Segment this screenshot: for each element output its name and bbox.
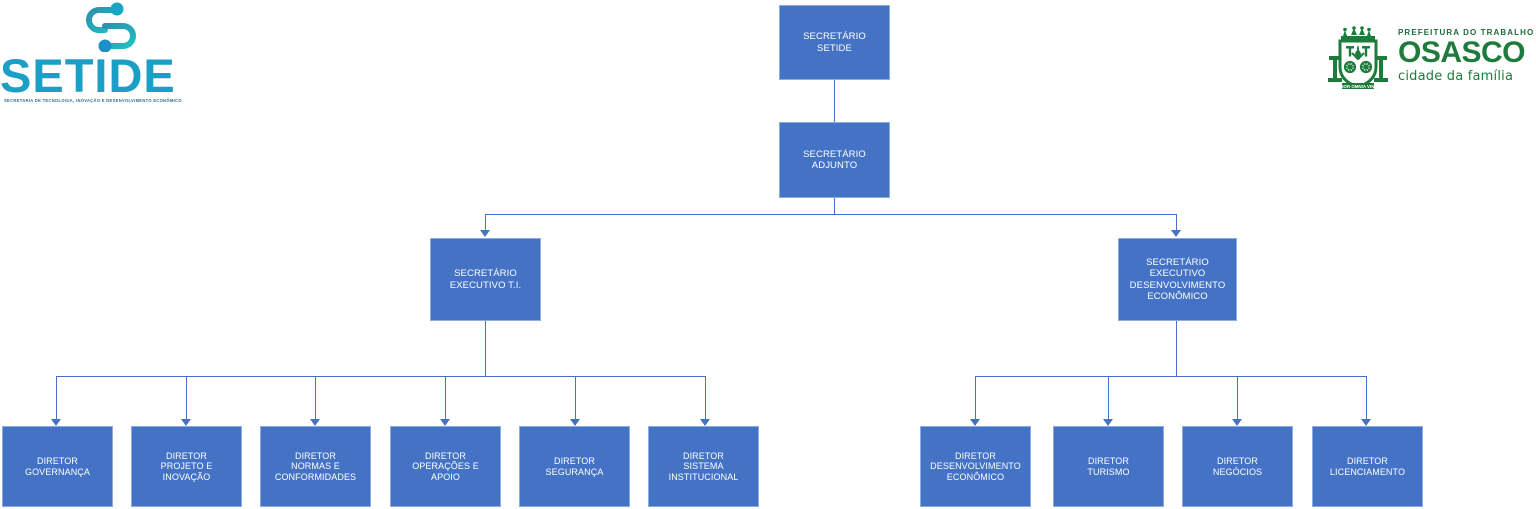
node-diretor-desenvolvimento-economico[interactable]: DIRETOR DESENVOLVIMENTO ECONÔMICO bbox=[920, 426, 1031, 507]
node-line-4: ECONÔMICO bbox=[1147, 290, 1208, 302]
node-line-1: SECRETÁRIO bbox=[803, 31, 866, 43]
connector-drop-ti-4 bbox=[445, 376, 446, 420]
svg-text:LABOR OMNIA VINCIT: LABOR OMNIA VINCIT bbox=[1335, 84, 1382, 89]
arrowhead-ti-5 bbox=[570, 419, 580, 426]
node-diretor-normas-e-conformidades[interactable]: DIRETOR NORMAS E CONFORMIDADES bbox=[260, 426, 371, 507]
arrowhead-des-4 bbox=[1361, 419, 1371, 426]
connector-ti-bus bbox=[56, 376, 706, 377]
osasco-wordmark: OSASCO bbox=[1398, 36, 1526, 69]
node-line-2: LICENCIAMENTO bbox=[1329, 466, 1406, 477]
connector-exec-ti-stem bbox=[485, 321, 486, 376]
node-secretario-executivo-desenvolvimento-economico[interactable]: SECRETÁRIO EXECUTIVO DESENVOLVIMENTO ECO… bbox=[1118, 238, 1237, 321]
arrowhead-ti-2 bbox=[181, 419, 191, 426]
node-line-1: DIRETOR bbox=[294, 450, 337, 461]
node-line-1: DIRETOR bbox=[165, 450, 208, 461]
node-line-2: EXECUTIVO T.I. bbox=[449, 279, 522, 291]
arrowhead-ti-4 bbox=[440, 419, 450, 426]
connector-drop-ti-2 bbox=[186, 376, 187, 420]
node-line-1: DIRETOR bbox=[1216, 455, 1259, 466]
connector-drop-ti-3 bbox=[315, 376, 316, 420]
setide-logo: SETIDE SECRETARIA DE TECNOLOGIA, INOVAÇÃ… bbox=[0, 0, 232, 112]
node-diretor-negocios[interactable]: DIRETOR NEGÓCIOS bbox=[1182, 426, 1293, 507]
node-line-1: DIRETOR bbox=[1087, 455, 1130, 466]
connector-des-bus bbox=[975, 376, 1366, 377]
connector-drop-des-2 bbox=[1108, 376, 1109, 420]
setide-s-logo-icon bbox=[75, 2, 147, 57]
node-line-1: DIRETOR bbox=[424, 450, 467, 461]
arrowhead-ti-6 bbox=[700, 419, 710, 426]
node-line-1: DIRETOR bbox=[954, 450, 997, 461]
connector-setide-to-adjunto bbox=[834, 80, 835, 122]
node-line-2: SEGURANÇA bbox=[545, 466, 604, 477]
node-line-2: TURISMO bbox=[1087, 466, 1130, 477]
node-line-1: DIRETOR bbox=[682, 450, 725, 461]
node-line-2: PROJETO E bbox=[160, 461, 213, 472]
node-line-2: NEGÓCIOS bbox=[1212, 466, 1263, 477]
svg-text:SETIDE: SETIDE bbox=[0, 52, 176, 100]
node-line-3: DESENVOLVIMENTO bbox=[1129, 279, 1226, 291]
arrowhead-des-2 bbox=[1103, 419, 1113, 426]
arrowhead-ti-1 bbox=[51, 419, 61, 426]
node-line-2: SETIDE bbox=[817, 42, 852, 54]
node-secretario-adjunto[interactable]: SECRETÁRIO ADJUNTO bbox=[779, 122, 890, 198]
connector-drop-exec-des bbox=[1176, 214, 1177, 231]
node-line-3: INOVAÇÃO bbox=[162, 471, 211, 482]
node-diretor-sistema-institucional[interactable]: DIRETOR SISTEMA INSTITUCIONAL bbox=[648, 426, 759, 507]
connector-drop-des-1 bbox=[975, 376, 976, 420]
connector-drop-ti-5 bbox=[575, 376, 576, 420]
node-line-3: ECONÔMICO bbox=[946, 471, 1005, 482]
node-line-1: DIRETOR bbox=[36, 455, 79, 466]
setide-tagline: SECRETARIA DE TECNOLOGIA, INOVAÇÃO E DES… bbox=[4, 98, 182, 103]
node-line-1: DIRETOR bbox=[1346, 455, 1389, 466]
arrowhead-ti-3 bbox=[310, 419, 320, 426]
arrowhead-exec-ti bbox=[480, 230, 490, 237]
connector-drop-des-3 bbox=[1237, 376, 1238, 420]
connector-drop-ti-1 bbox=[56, 376, 57, 420]
node-line-1: SECRETÁRIO bbox=[1146, 257, 1209, 269]
node-line-2: ADJUNTO bbox=[811, 160, 858, 171]
node-diretor-turismo[interactable]: DIRETOR TURISMO bbox=[1053, 426, 1164, 507]
node-diretor-licenciamento[interactable]: DIRETOR LICENCIAMENTO bbox=[1312, 426, 1423, 507]
node-line-2: GOVERNANÇA bbox=[24, 466, 90, 477]
connector-drop-des-4 bbox=[1366, 376, 1367, 420]
node-diretor-seguranca[interactable]: DIRETOR SEGURANÇA bbox=[519, 426, 630, 507]
node-diretor-governanca[interactable]: DIRETOR GOVERNANÇA bbox=[2, 426, 113, 507]
node-line-2: EXECUTIVO bbox=[1149, 268, 1206, 280]
connector-drop-ti-6 bbox=[705, 376, 706, 420]
arrowhead-des-3 bbox=[1232, 419, 1242, 426]
node-line-2: NORMAS E bbox=[291, 461, 340, 472]
connector-adjunto-stem bbox=[834, 198, 835, 214]
connector-drop-exec-ti bbox=[485, 214, 486, 231]
node-line-1: SECRETÁRIO bbox=[454, 268, 517, 280]
node-line-1: SECRETÁRIO bbox=[803, 148, 866, 160]
osasco-logo: LABOR OMNIA VINCIT PREFEITURA DO TRABALH… bbox=[1320, 26, 1535, 99]
node-line-3: APOIO bbox=[430, 471, 460, 482]
setide-wordmark: SETIDE bbox=[0, 49, 232, 105]
osasco-coat-of-arms-icon: LABOR OMNIA VINCIT bbox=[1325, 26, 1391, 99]
node-line-2: OPERAÇÕES E bbox=[412, 461, 479, 472]
node-secretario-setide[interactable]: SECRETÁRIO SETIDE bbox=[779, 5, 890, 80]
connector-exec-des-stem bbox=[1176, 321, 1177, 376]
osasco-slogan-bottom: cidade da família bbox=[1398, 69, 1514, 84]
arrowhead-exec-des bbox=[1171, 230, 1181, 237]
node-line-3: INSTITUCIONAL bbox=[668, 471, 739, 482]
node-line-2: SISTEMA bbox=[683, 461, 724, 472]
node-line-1: DIRETOR bbox=[553, 455, 596, 466]
node-diretor-projeto-e-inovacao[interactable]: DIRETOR PROJETO E INOVAÇÃO bbox=[131, 426, 242, 507]
osasco-slogan-top: PREFEITURA DO TRABALHO bbox=[1398, 28, 1535, 37]
node-diretor-operacoes-e-apoio[interactable]: DIRETOR OPERAÇÕES E APOIO bbox=[390, 426, 501, 507]
node-line-3: CONFORMIDADES bbox=[274, 471, 357, 482]
node-secretario-executivo-ti[interactable]: SECRETÁRIO EXECUTIVO T.I. bbox=[430, 238, 541, 321]
node-line-2: DESENVOLVIMENTO bbox=[930, 461, 1021, 472]
connector-level3-bus bbox=[485, 214, 1176, 215]
arrowhead-des-1 bbox=[970, 419, 980, 426]
